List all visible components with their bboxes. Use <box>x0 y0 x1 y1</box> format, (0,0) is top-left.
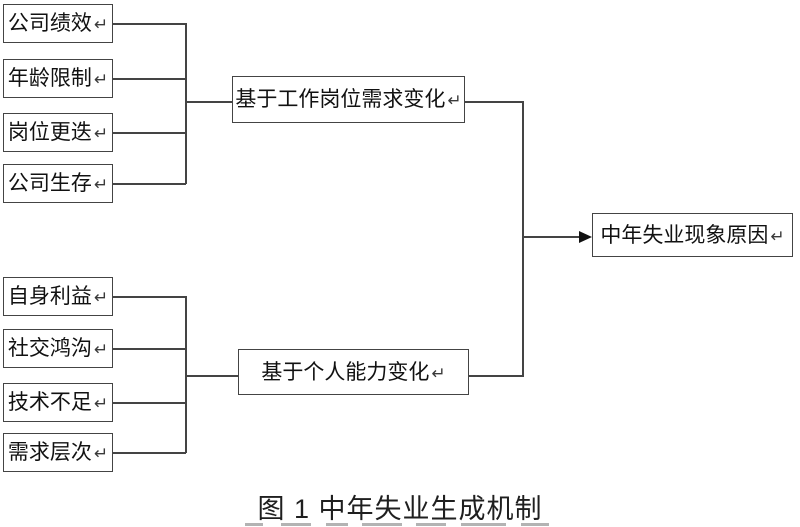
node-label: 中年失业现象原因 <box>600 223 769 247</box>
connector-line <box>465 101 523 103</box>
connector-line <box>113 132 186 134</box>
line-break-mark: ↵ <box>93 124 109 143</box>
line-break-mark: ↵ <box>770 226 785 246</box>
node-social-gap: 社交鸿沟↵ <box>3 329 113 368</box>
connector-line <box>113 183 186 185</box>
connector-line <box>113 23 186 25</box>
node-label: 社交鸿沟 <box>7 337 92 360</box>
clipped-next-line <box>326 523 348 526</box>
node-label: 年龄限制 <box>7 67 92 90</box>
line-break-mark: ↵ <box>93 175 109 194</box>
node-job-demand-change: 基于工作岗位需求变化↵ <box>232 76 465 123</box>
node-label: 公司绩效 <box>7 12 92 35</box>
node-age-limit: 年龄限制↵ <box>3 59 113 98</box>
arrow-line <box>522 236 581 238</box>
node-label: 技术不足 <box>7 391 92 414</box>
node-label: 基于工作岗位需求变化 <box>235 88 446 111</box>
node-company-survival: 公司生存↵ <box>3 164 113 203</box>
node-skill-shortage: 技术不足↵ <box>3 383 113 422</box>
connector-line <box>113 402 186 404</box>
line-break-mark: ↵ <box>93 394 109 413</box>
node-position-turnover: 岗位更迭↵ <box>3 113 113 152</box>
line-break-mark: ↵ <box>447 91 462 110</box>
connector-line <box>113 78 186 80</box>
node-midlife-unemployment-cause: 中年失业现象原因↵ <box>592 213 793 257</box>
line-break-mark: ↵ <box>93 444 109 463</box>
node-label: 自身利益 <box>7 285 92 308</box>
line-break-mark: ↵ <box>93 15 109 34</box>
clipped-next-line <box>362 523 402 526</box>
connector-line <box>113 348 186 350</box>
connector-line <box>113 296 186 298</box>
connector-line <box>113 452 186 454</box>
line-break-mark: ↵ <box>431 363 446 383</box>
clipped-next-line <box>461 523 506 526</box>
connector-line <box>185 23 187 184</box>
node-label: 基于个人能力变化 <box>261 360 430 384</box>
connector-line <box>469 375 523 377</box>
arrowhead-icon <box>579 231 592 243</box>
connector-line <box>185 375 239 377</box>
clipped-next-line <box>281 523 311 526</box>
node-self-interest: 自身利益↵ <box>3 277 113 316</box>
connector-line <box>185 296 187 453</box>
line-break-mark: ↵ <box>93 288 109 307</box>
figure-caption: 图 1 中年失业生成机制 <box>257 494 543 524</box>
line-break-mark: ↵ <box>93 340 109 359</box>
node-company-performance: 公司绩效↵ <box>3 4 113 43</box>
line-break-mark: ↵ <box>93 70 109 89</box>
connector-line <box>185 101 233 103</box>
connector-line <box>522 101 524 377</box>
clipped-next-line <box>416 523 446 526</box>
node-label: 公司生存 <box>7 172 92 195</box>
clipped-next-line <box>245 523 263 526</box>
clipped-next-line <box>521 523 549 526</box>
node-label: 岗位更迭 <box>7 121 92 144</box>
node-demand-level: 需求层次↵ <box>3 433 113 472</box>
node-label: 需求层次 <box>7 441 92 464</box>
node-personal-ability-change: 基于个人能力变化↵ <box>238 349 469 395</box>
